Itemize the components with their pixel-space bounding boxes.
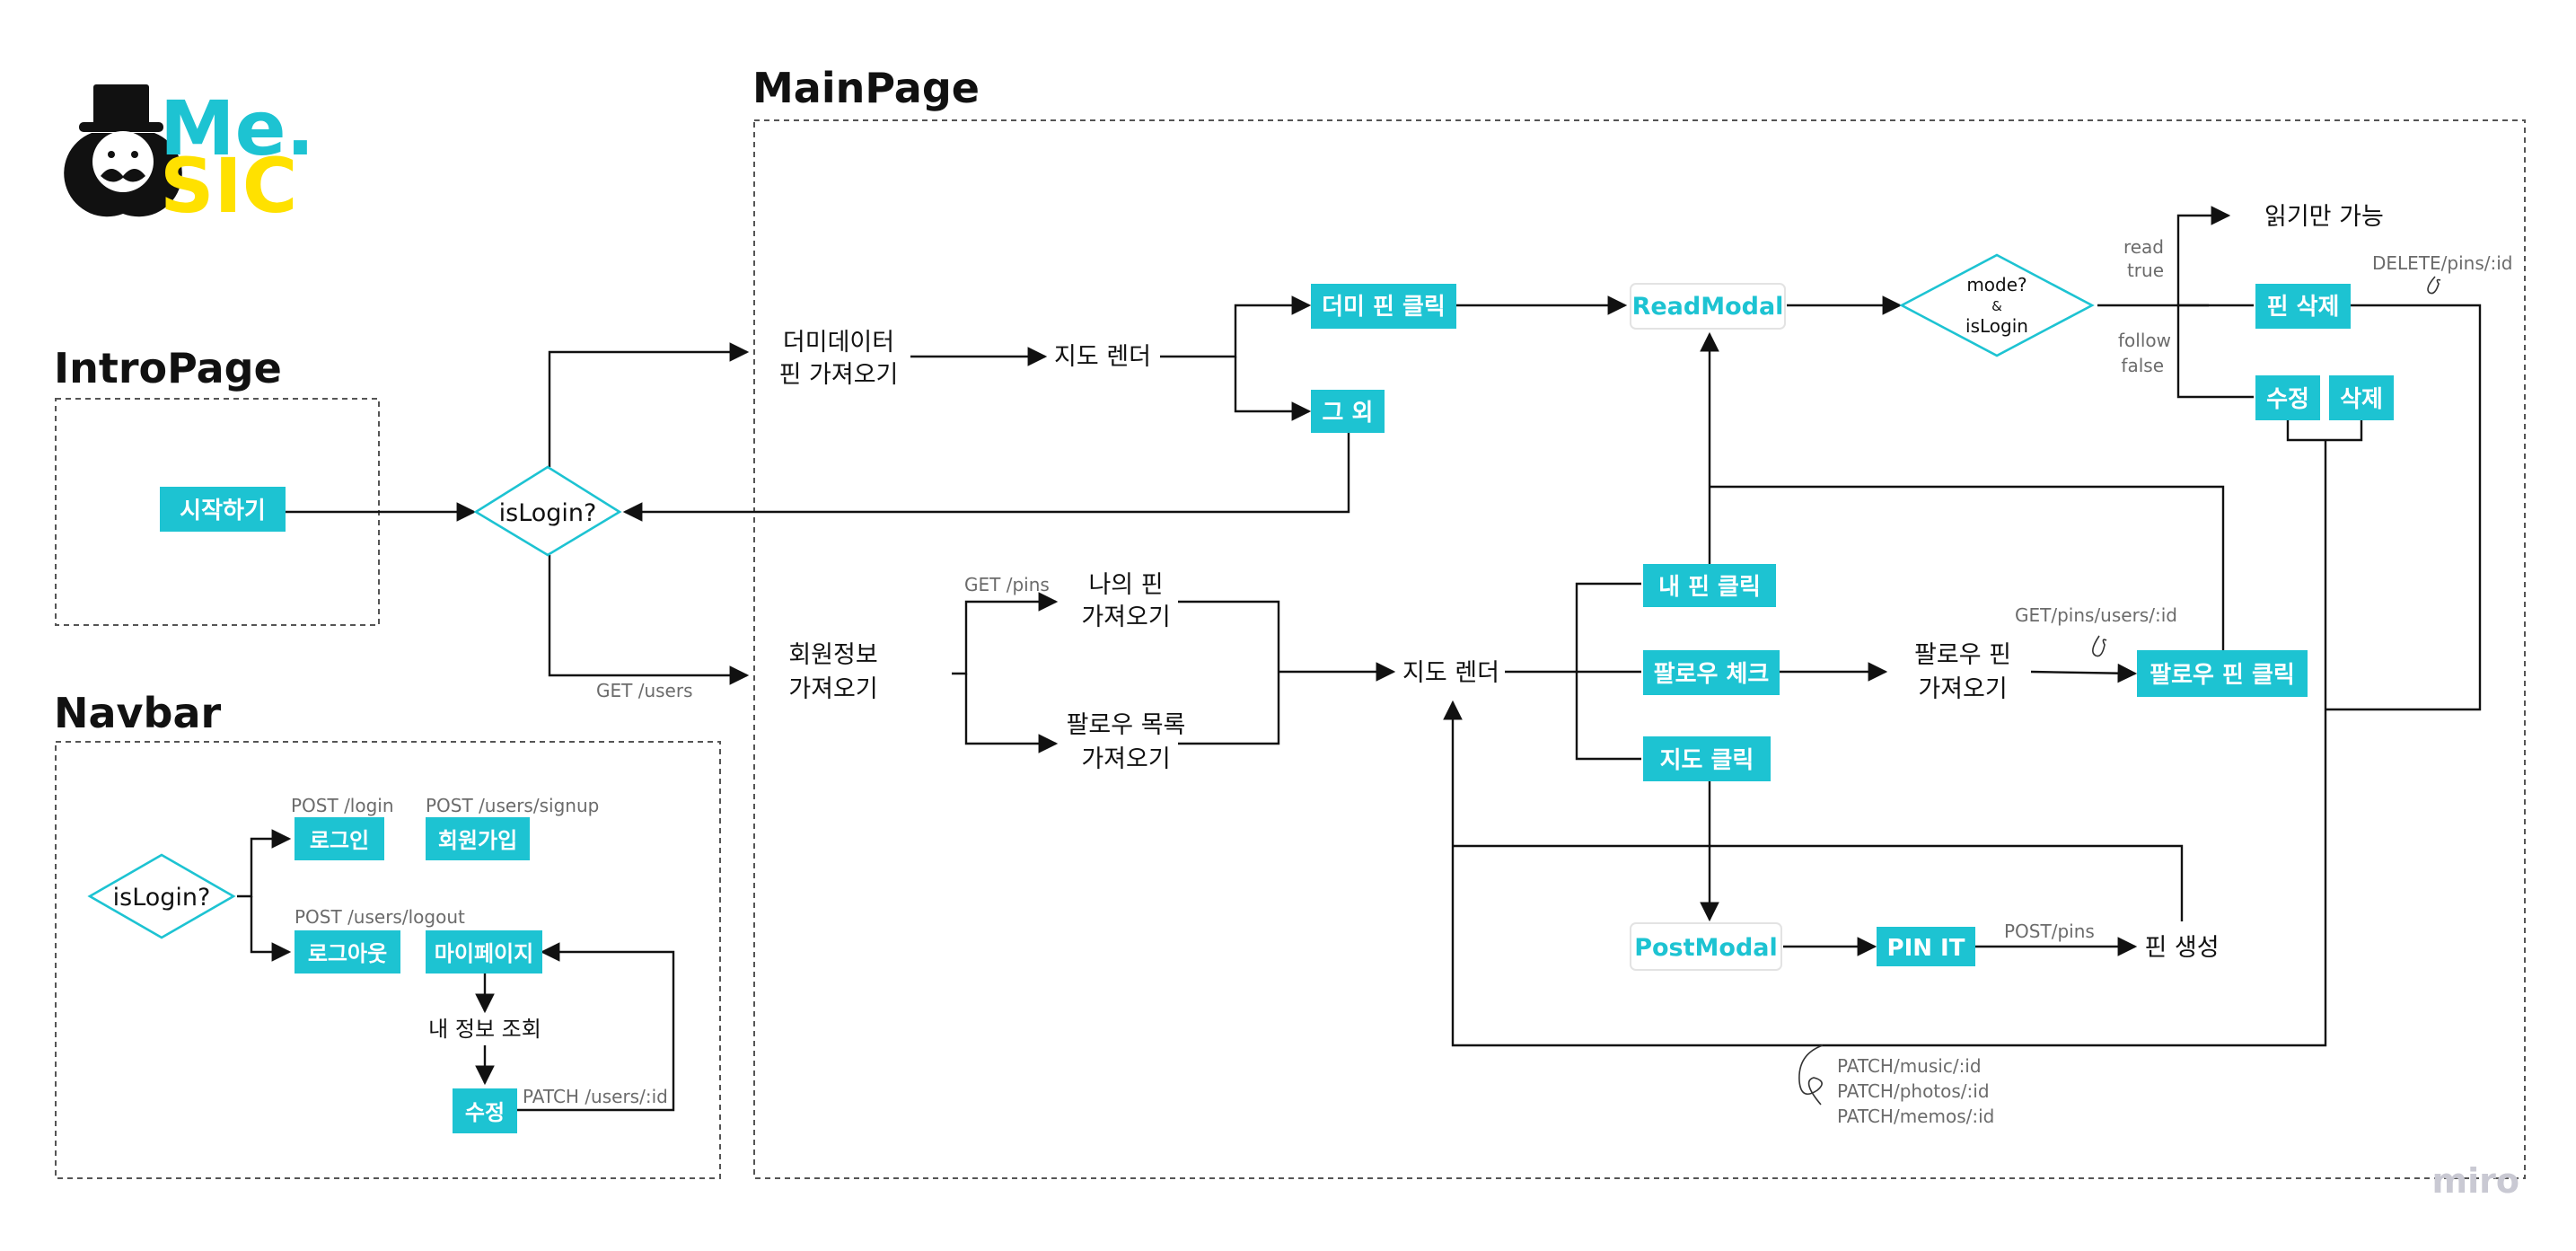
- svg-text:핀 삭제: 핀 삭제: [2267, 294, 2340, 321]
- islogin-label: isLogin?: [499, 499, 597, 527]
- logout-button[interactable]: 로그아웃: [295, 930, 400, 973]
- api-patch-user: PATCH /users/:id: [523, 1086, 668, 1107]
- svg-text:PIN IT: PIN IT: [1887, 935, 1965, 962]
- other-box[interactable]: 그 외: [1311, 390, 1385, 433]
- my-pins-1: 나의 핀: [1088, 571, 1163, 599]
- mode-label-3: isLogin: [1965, 315, 2028, 337]
- mode-label-2: &: [1991, 298, 2002, 314]
- islogin-diamond: isLogin?: [473, 465, 622, 557]
- navbar-islogin-label: isLogin?: [113, 884, 211, 912]
- miro-watermark: miro: [2432, 1161, 2519, 1201]
- api-signup: POST /users/signup: [426, 795, 599, 816]
- signup-button[interactable]: 회원가입: [426, 817, 530, 860]
- navbar-frame: [55, 741, 721, 1179]
- api-patch-memos: PATCH/memos/:id: [1837, 1106, 1994, 1127]
- read-modal-box[interactable]: ReadModal: [1630, 283, 1786, 330]
- member-info-2: 가져오기: [788, 675, 877, 703]
- mode-diamond: mode? & isLogin: [1899, 253, 2095, 357]
- read-label: read: [2123, 236, 2164, 258]
- api-patch-photos: PATCH/photos/:id: [1837, 1080, 1990, 1102]
- member-info-1: 회원정보: [788, 641, 877, 669]
- follow-pin-click-box[interactable]: 팔로우 핀 클릭: [2137, 650, 2308, 697]
- post-modal-box[interactable]: PostModal: [1630, 922, 1782, 971]
- svg-text:회원가입: 회원가입: [438, 828, 517, 853]
- svg-text:삭제: 삭제: [2340, 386, 2383, 413]
- navbar-title: Navbar: [54, 689, 221, 737]
- true-label: true: [2127, 260, 2164, 281]
- pin-it-box[interactable]: PIN IT: [1877, 927, 1975, 966]
- pin-delete-box[interactable]: 핀 삭제: [2255, 284, 2351, 329]
- annotation-marks: [1798, 276, 2441, 1106]
- main-frame: [753, 119, 2526, 1179]
- dummy-fetch-1: 더미데이터: [783, 329, 894, 357]
- api-get-follow-pins: GET/pins/users/:id: [2015, 604, 2177, 626]
- svg-text:PostModal: PostModal: [1634, 934, 1778, 962]
- svg-text:더미 핀 클릭: 더미 핀 클릭: [1322, 294, 1446, 321]
- pin-create-text: 핀 생성: [2144, 934, 2219, 962]
- logo-me: Me.: [160, 84, 314, 172]
- view-info-text: 내 정보 조회: [428, 1017, 541, 1042]
- api-get-pins: GET /pins: [964, 574, 1050, 595]
- svg-text:내 핀 클릭: 내 핀 클릭: [1658, 574, 1761, 601]
- svg-text:마이페이지: 마이페이지: [435, 941, 533, 966]
- svg-text:지도 클릭: 지도 클릭: [1660, 747, 1754, 774]
- svg-text:수정: 수정: [2266, 386, 2309, 413]
- api-patch-music: PATCH/music/:id: [1837, 1055, 1982, 1077]
- main-delete-box[interactable]: 삭제: [2329, 375, 2394, 420]
- api-labels: POST /login POST /users/signup POST /use…: [291, 236, 2512, 1127]
- svg-text:로그아웃: 로그아웃: [308, 941, 387, 966]
- mode-label-1: mode?: [1966, 274, 2027, 295]
- map-render-2: 지도 렌더: [1402, 659, 1499, 687]
- api-post-pins: POST/pins: [2004, 921, 2095, 942]
- svg-text:그 외: 그 외: [1323, 400, 1374, 427]
- text-nodes: 더미데이터 핀 가져오기 지도 렌더 읽기만 가능 회원정보 가져오기 나의 핀…: [428, 203, 2384, 1042]
- logo: Me. SIC: [64, 84, 314, 230]
- my-pins-2: 가져오기: [1081, 603, 1170, 631]
- api-get-users: GET /users: [596, 680, 693, 701]
- follow-pins-2: 가져오기: [1918, 675, 2007, 703]
- false-label: false: [2121, 355, 2164, 376]
- follow-check-box[interactable]: 팔로우 체크: [1643, 650, 1780, 695]
- api-login: POST /login: [291, 795, 394, 816]
- navbar-islogin-diamond: isLogin?: [87, 853, 236, 939]
- dummy-fetch-2: 핀 가져오기: [779, 361, 899, 389]
- intro-title: IntroPage: [54, 344, 282, 392]
- read-only-text: 읽기만 가능: [2264, 203, 2384, 231]
- map-click-box[interactable]: 지도 클릭: [1643, 736, 1771, 781]
- api-logout: POST /users/logout: [295, 906, 465, 928]
- follow-label: follow: [2118, 330, 2171, 351]
- svg-text:ReadModal: ReadModal: [1632, 293, 1784, 321]
- svg-text:팔로우 핀 클릭: 팔로우 핀 클릭: [2150, 662, 2295, 689]
- connectors: [237, 206, 2482, 1112]
- api-delete-pin: DELETE/pins/:id: [2372, 252, 2512, 274]
- main-title: MainPage: [752, 64, 980, 112]
- mypage-button[interactable]: 마이페이지: [426, 930, 542, 973]
- start-button[interactable]: 시작하기: [160, 487, 286, 532]
- svg-text:시작하기: 시작하기: [180, 498, 266, 524]
- map-render-1: 지도 렌더: [1054, 343, 1151, 371]
- svg-text:로그인: 로그인: [310, 828, 369, 853]
- svg-text:수정: 수정: [465, 1100, 505, 1125]
- main-edit-box[interactable]: 수정: [2255, 375, 2320, 420]
- navbar-edit-button[interactable]: 수정: [453, 1088, 517, 1133]
- follow-pins-1: 팔로우 핀: [1914, 641, 2011, 669]
- follow-list-1: 팔로우 목록: [1067, 711, 1186, 739]
- logo-sic: SIC: [160, 142, 297, 230]
- follow-list-2: 가져오기: [1081, 745, 1170, 773]
- my-pin-click-box[interactable]: 내 핀 클릭: [1643, 564, 1776, 607]
- dummy-pin-click-box[interactable]: 더미 핀 클릭: [1311, 284, 1456, 329]
- svg-text:팔로우 체크: 팔로우 체크: [1654, 661, 1770, 688]
- login-button[interactable]: 로그인: [295, 817, 384, 860]
